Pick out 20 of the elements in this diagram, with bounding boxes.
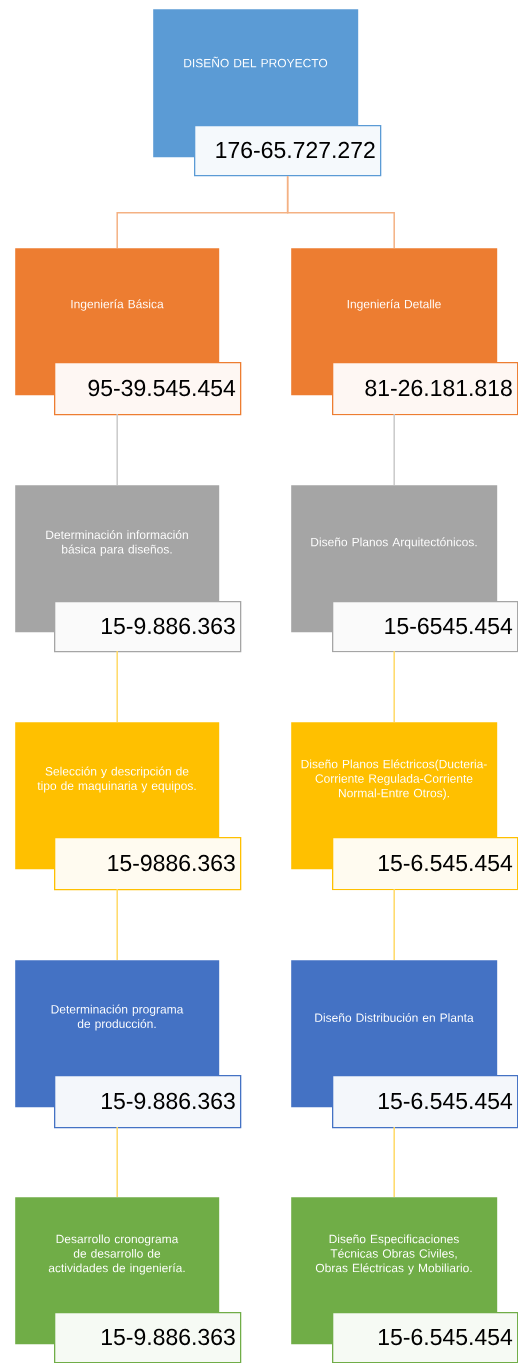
value-box: 15-6545.454 <box>332 601 518 653</box>
value-box: 176-65.727.272 <box>194 125 382 177</box>
connector-line <box>393 650 395 723</box>
connector-line <box>393 1126 395 1198</box>
connector-line <box>286 175 395 249</box>
connector-line <box>393 413 395 486</box>
value-box: 15-6.545.454 <box>332 1075 518 1129</box>
connector-line <box>116 413 118 486</box>
value-box: 15-9.886.363 <box>54 1312 242 1363</box>
value-box: 81-26.181.818 <box>332 362 518 416</box>
connector-line <box>116 888 118 961</box>
value-box: 15-9.886.363 <box>54 601 242 653</box>
value-box: 15-6.545.454 <box>332 837 518 891</box>
value-box: 15-9886.363 <box>54 837 242 891</box>
value-box: 95-39.545.454 <box>54 362 242 416</box>
connector-line <box>116 1126 118 1198</box>
connector-line <box>393 888 395 961</box>
value-box: 15-6.545.454 <box>332 1312 518 1363</box>
value-box: 15-9.886.363 <box>54 1075 242 1129</box>
connector-line <box>116 650 118 723</box>
